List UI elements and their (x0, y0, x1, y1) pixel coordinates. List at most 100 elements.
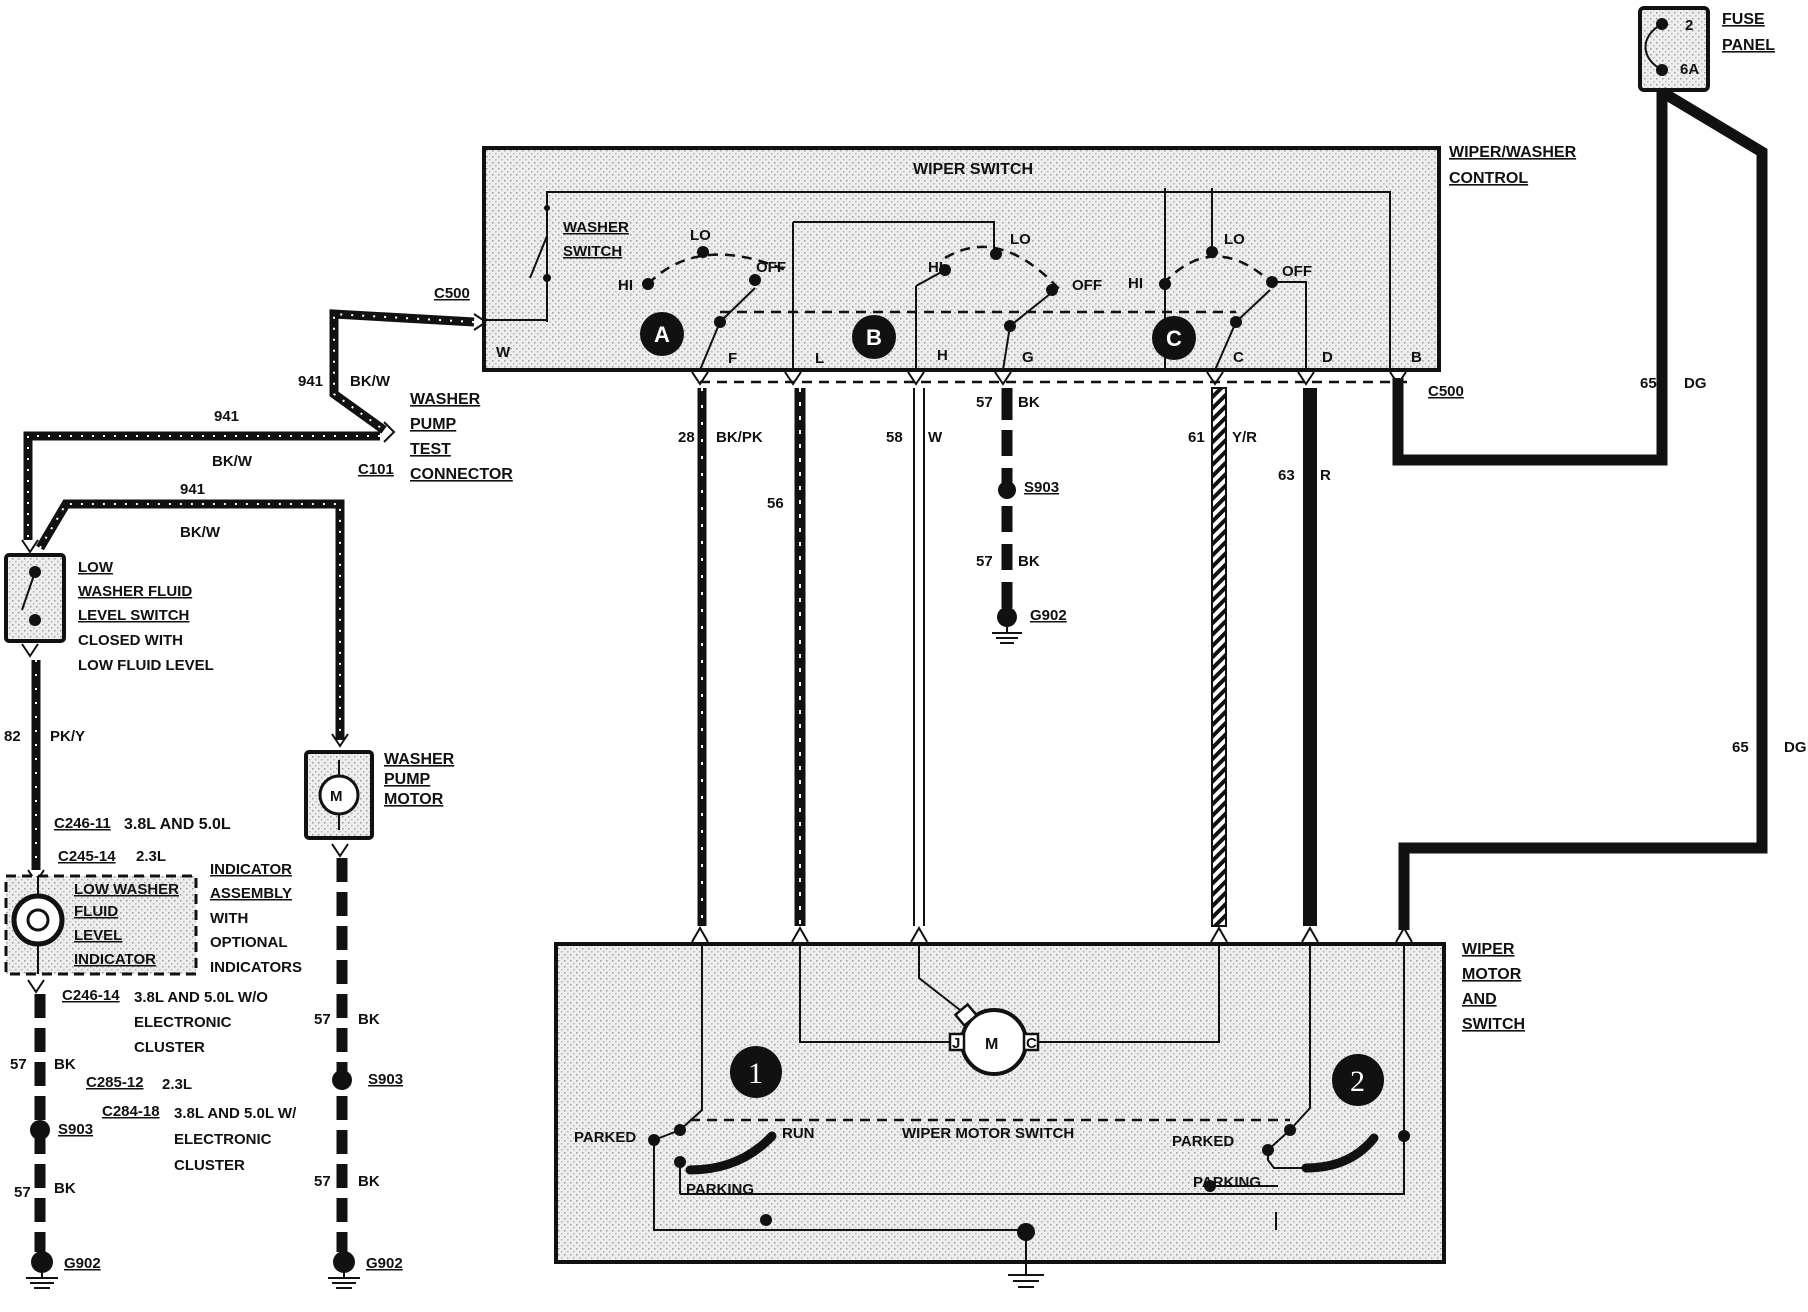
wiper-motor-label-1: WIPER (1462, 941, 1515, 958)
indicator-box-label-2: FLUID (74, 903, 118, 920)
motor-switch-1-run: RUN (782, 1125, 815, 1142)
section-b-lo: LO (1010, 231, 1031, 248)
c285-12-label: C285-12 (86, 1074, 144, 1091)
section-c-blade (1235, 289, 1271, 323)
wiper-switch-label: WIPER SWITCH (913, 161, 1033, 178)
internal-feed-bus (546, 191, 1391, 370)
wiper-washer-control-box (482, 146, 1441, 372)
washer-switch-label-2: SWITCH (563, 243, 622, 260)
wire-941-to-pump-stripe (39, 503, 341, 740)
level-switch-label-3: LEVEL SWITCH (78, 607, 189, 624)
wire-941-color-3: BK/W (180, 524, 221, 541)
motor-switch-2-parking: PARKING (1193, 1174, 1261, 1191)
indicator-assembly-label-5: INDICATORS (210, 959, 302, 976)
section-c-off: OFF (1282, 263, 1312, 280)
wire-61 (1211, 387, 1227, 927)
motor-switch-1-parked-path (653, 1140, 1030, 1231)
wire-941-circuit-2: 941 (214, 408, 239, 425)
wire-61-circuit: 61 (1188, 429, 1205, 446)
section-c-hi-contact (1159, 278, 1171, 290)
pin-l: L (815, 350, 824, 367)
wire-56-circuit: 56 (767, 495, 784, 512)
motor-b-plus-lead (680, 944, 1405, 1195)
wire-57-left-circuit-1: 57 (10, 1056, 27, 1073)
motor-switch-2-parked: PARKED (1172, 1133, 1234, 1150)
motor-terminal-56 (791, 925, 809, 943)
wire-941-color-1: BK/W (350, 373, 391, 390)
c246-14-note-2: ELECTRONIC (134, 1014, 232, 1031)
pin-c: C (1233, 349, 1244, 366)
terminal-l (784, 371, 802, 386)
motor-switch-2-cam-icon (1301, 1133, 1379, 1173)
section-a-to-f (699, 321, 721, 371)
indicator-box-label-3: LEVEL (74, 927, 122, 944)
c500-label-left: C500 (434, 285, 470, 302)
wire-941-circuit-3: 941 (180, 481, 205, 498)
internal-bus-b (793, 221, 995, 250)
pump-top-terminal (331, 733, 349, 748)
motor-switch-1-parking: PARKING (686, 1181, 754, 1198)
motor-pin-j: J (952, 1035, 960, 1052)
motor-switch-1-parked: PARKED (574, 1129, 636, 1146)
wire-57-pump-circuit-2: 57 (314, 1173, 331, 1190)
wire-57-center-circuit-1: 57 (976, 394, 993, 411)
wire-941-to-level-switch-stripe (27, 435, 380, 540)
ground-g902-center-terminal (997, 607, 1017, 627)
terminal-c (1206, 371, 1224, 386)
wiper-motor-label-4: SWITCH (1462, 1016, 1525, 1033)
motor-run-lead (1289, 944, 1311, 1131)
fuse-panel: 2 6A FUSE PANEL (1638, 6, 1775, 92)
wire-57-left-color-1: BK (54, 1056, 76, 1073)
c284-18-note-2: ELECTRONIC (174, 1131, 272, 1148)
section-c-lo-contact (1206, 246, 1218, 258)
wiper-motor-label-2: MOTOR (1462, 966, 1522, 983)
splice-s903-center (998, 481, 1016, 499)
ground-g902-left-terminal (31, 1251, 53, 1273)
section-c-arc (1162, 255, 1276, 287)
pin-d: D (1322, 349, 1333, 366)
motor-section-2: 2 (1350, 1065, 1365, 1098)
motor-terminal-58 (910, 925, 928, 943)
section-a-blade (719, 287, 756, 323)
motor-switch-2-b-contact (1398, 1130, 1410, 1142)
ground-g902-left-label: G902 (64, 1255, 101, 1272)
motor-terminal-28 (691, 925, 709, 943)
section-b-badge (852, 315, 896, 359)
low-washer-fluid-level-switch: LOW WASHER FLUID LEVEL SWITCH CLOSED WIT… (4, 539, 214, 674)
wiper-motor-box (554, 942, 1446, 1264)
washer-switch-contact-icon (529, 220, 548, 279)
motor-pin-h-box (953, 1002, 979, 1028)
washer-switch-pivot (544, 205, 550, 211)
fuse-element-icon (1644, 23, 1663, 71)
section-a-arc (647, 253, 791, 285)
motor-terminal-63 (1301, 925, 1319, 943)
wire-65-circuit-upper: 65 (1640, 375, 1657, 392)
ground-icon-pump (328, 1272, 360, 1289)
motor-ground-icon (1008, 1232, 1044, 1288)
section-b-letter: B (866, 325, 882, 350)
wiper-washer-control-label-2: CONTROL (1449, 170, 1528, 187)
pump-motor-symbol: M (330, 788, 343, 805)
level-switch-top-terminal (21, 539, 39, 554)
section-a-badge (640, 312, 684, 356)
wire-63-circuit: 63 (1278, 467, 1295, 484)
motor-park-lead (679, 944, 703, 1131)
pin-w: W (496, 344, 511, 361)
level-switch-bottom-terminal (21, 643, 39, 658)
c284-18-label: C284-18 (102, 1103, 160, 1120)
test-connector-label-4: CONNECTOR (410, 466, 513, 483)
pump-motor-label-1: WASHER (384, 751, 455, 768)
c500-label-right: C500 (1428, 383, 1464, 400)
wiper-motor-switch-label: WIPER MOTOR SWITCH (902, 1125, 1074, 1142)
c245-14-label: C245-14 (58, 848, 116, 865)
washer-pump-test-connector: C101 WASHER PUMP TEST CONNECTOR (358, 391, 513, 483)
section-b-arc (944, 245, 1061, 291)
level-switch-box (4, 553, 66, 643)
indicator-assembly-label-2: ASSEMBLY (210, 885, 292, 902)
indicator-box-label-4: INDICATOR (74, 951, 156, 968)
c246-11-label: C246-11 (54, 815, 111, 832)
section-b-off: OFF (1072, 277, 1102, 294)
wiper-motor-label-3: AND (1462, 991, 1497, 1008)
fuse-panel-label-1: FUSE (1722, 11, 1765, 28)
wire-65-color-upper: DG (1684, 375, 1707, 392)
